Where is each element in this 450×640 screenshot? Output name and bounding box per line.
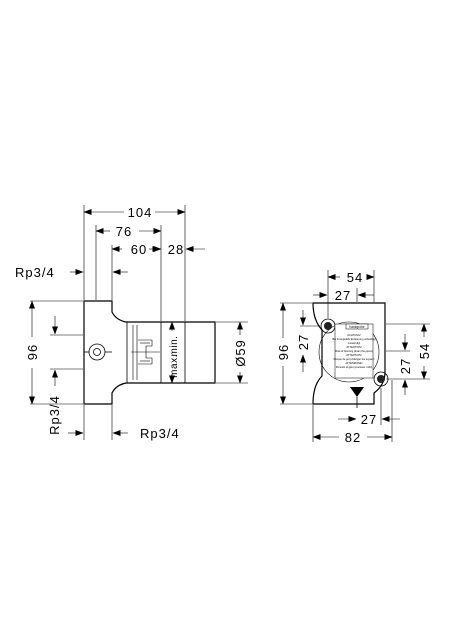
warning-sticker: hansgrohe ACHTUNG! Bei Frostgefahr Entle… (332, 323, 376, 379)
dim-27-left-label: 27 (296, 334, 311, 350)
min-max-marks: min. max. (169, 321, 180, 384)
dim-54-top: 54 (327, 270, 375, 285)
dim-54-right: 54 (417, 323, 432, 380)
dim-96-front-label: 96 (276, 344, 291, 360)
sticker-line-4: Risk of freezing (drain the pipes) (335, 349, 372, 353)
dim-27-top-label: 27 (335, 288, 351, 303)
dim-27-right: 27 (386, 334, 413, 395)
dim-27-bottom: 27 (338, 412, 400, 427)
sticker-line-6: Risque de gel (vidanger les tuyaux) (334, 357, 375, 361)
front-view: hansgrohe ACHTUNG! Bei Frostgefahr Entle… (276, 270, 432, 445)
sticker-line-8: Pericolo di gelo (svuotare i tubi) (336, 365, 372, 369)
dim-82: 82 (312, 430, 393, 445)
body-texture (131, 325, 160, 380)
dim-104-label: 104 (128, 205, 153, 220)
dim-27-top: 27 (313, 288, 374, 303)
sticker-line-0: ACHTUNG! (347, 333, 361, 337)
thread-bottom: Rp3/4 (68, 426, 180, 441)
thread-left: Rp3/4 (47, 316, 62, 435)
front-body-circle (318, 321, 380, 383)
dim-54-right-label: 54 (417, 343, 432, 359)
spindle-icon (84, 343, 112, 361)
sticker-line-5: ATTENTION! (346, 353, 362, 357)
dim-60: 60 (111, 242, 162, 257)
sticker-line-3: ATTENTION! (346, 345, 362, 349)
dim-82-label: 82 (345, 430, 361, 445)
flow-arrow-icon (350, 387, 364, 408)
dim-28-label: 28 (168, 242, 184, 257)
thread-bottom-label: Rp3/4 (140, 426, 180, 441)
label-max: max. (169, 354, 180, 378)
dim-96-front: 96 (276, 302, 291, 405)
brand-label: hansgrohe (349, 325, 364, 329)
dim-27-right-label: 27 (398, 358, 413, 374)
port-bottom-right-icon (373, 371, 389, 387)
extension-lines (30, 205, 248, 440)
sticker-line-2: notwendig! (348, 341, 361, 345)
dim-54-top-label: 54 (347, 270, 363, 285)
dim-76-label: 76 (116, 224, 132, 239)
thread-left-label: Rp3/4 (47, 395, 62, 435)
dim-diameter: Ø59 (233, 321, 248, 384)
dim-diameter-label: Ø59 (233, 339, 248, 367)
dim-104: 104 (83, 205, 186, 220)
dim-96-side: 96 (25, 300, 40, 405)
label-min: min. (169, 336, 180, 357)
dim-96-side-label: 96 (25, 344, 40, 360)
dim-28: 28 (149, 242, 205, 257)
sticker-line-1: Bei Frostgefahr Entleerung unbedingt (332, 337, 375, 341)
valve-body-outline (83, 300, 216, 405)
dim-27-bottom-label: 27 (361, 412, 377, 427)
thread-top: Rp3/4 (15, 265, 128, 280)
dim-27-left: 27 (296, 310, 311, 372)
side-view: 104 76 60 28 Rp3/4 96 (15, 205, 248, 441)
dim-76: 76 (95, 224, 162, 239)
thread-top-label: Rp3/4 (15, 265, 55, 280)
sticker-line-7: ATTENZIONE! (346, 361, 363, 365)
dim-60-label: 60 (131, 242, 147, 257)
